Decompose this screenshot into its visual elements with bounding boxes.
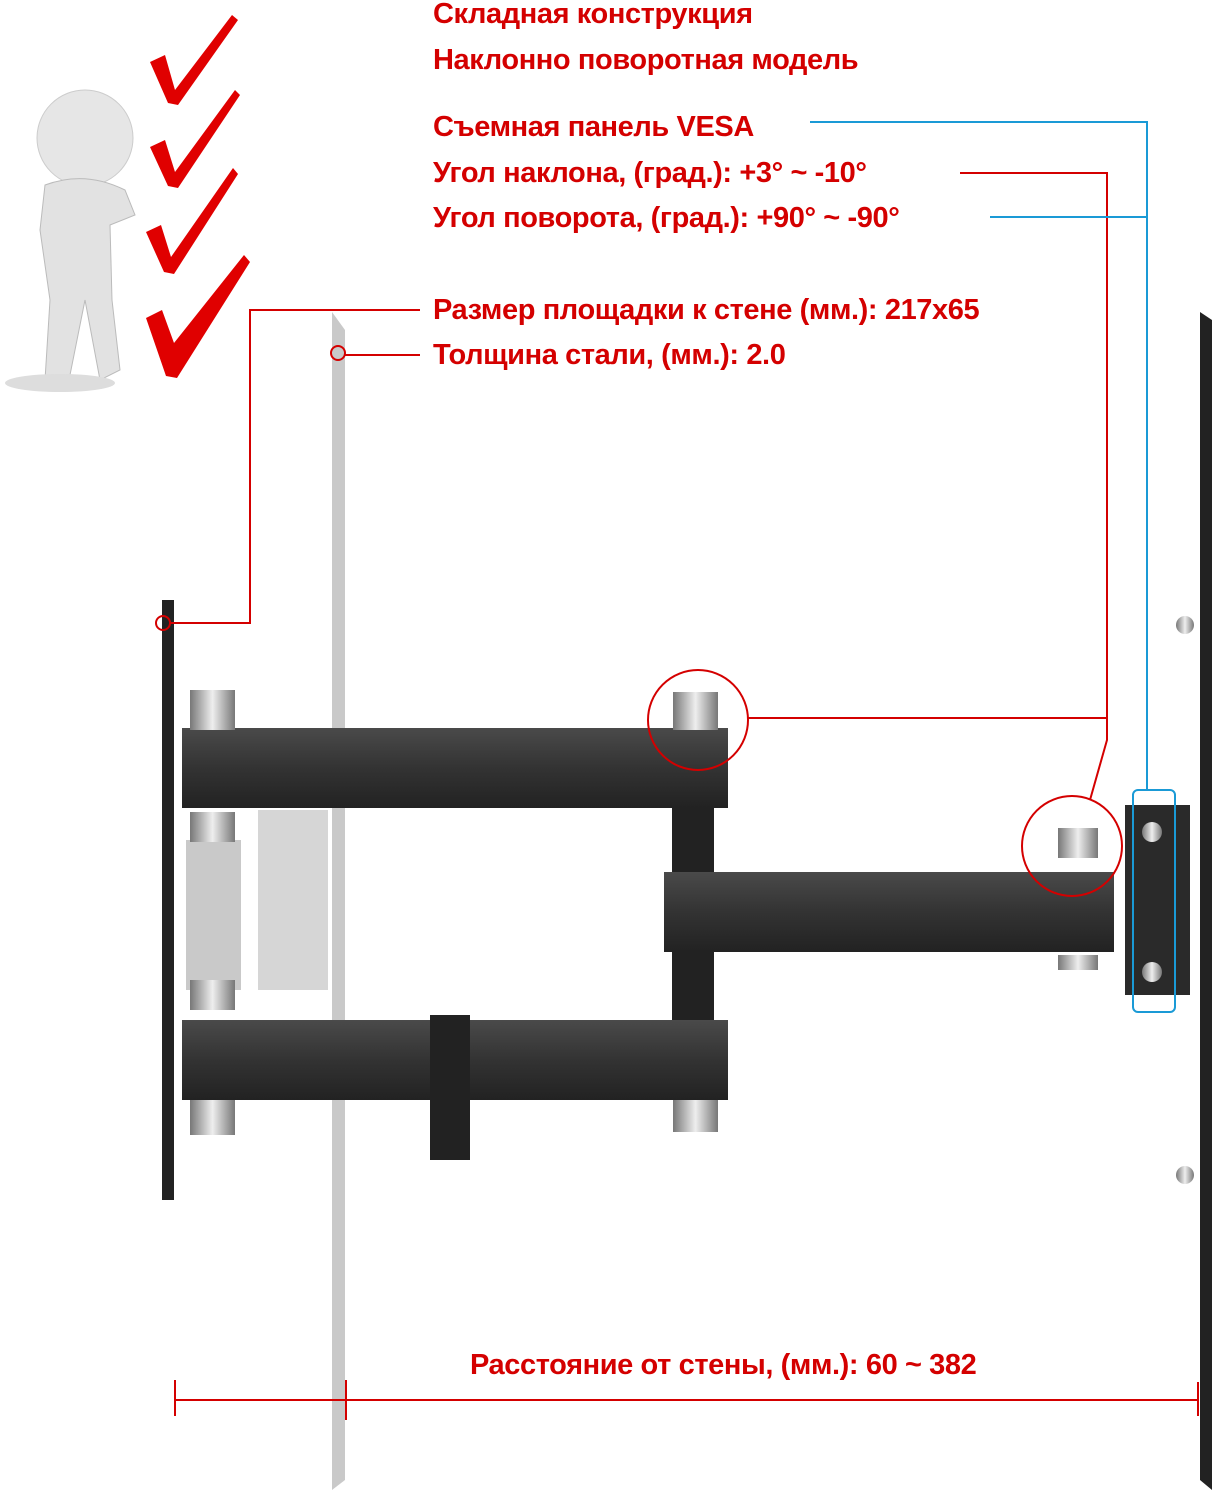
checkmark-icons <box>146 15 250 378</box>
red-callouts <box>155 172 1199 1420</box>
feature-swivel-angle: Угол поворота, (град.): +90° ~ -90° <box>433 202 900 234</box>
tv-plate <box>1200 312 1212 1490</box>
wall-plate <box>162 600 174 1200</box>
feature-foldable: Складная конструкция <box>433 0 753 30</box>
extension-arm <box>664 872 1114 952</box>
blue-callouts <box>810 121 1176 1013</box>
feature-wall-distance: Расстояние от стены, (мм.): 60 ~ 382 <box>470 1349 977 1381</box>
person-figure-icon <box>5 89 136 392</box>
upper-arm <box>182 728 728 808</box>
ghost-vesa-plate <box>332 312 345 1490</box>
bolt-icon <box>190 690 235 730</box>
feature-wall-plate-size: Размер площадки к стене (мм.): 217x65 <box>433 294 980 326</box>
cable-clip <box>430 1015 470 1160</box>
feature-steel-thickness: Толщина стали, (мм.): 2.0 <box>433 339 786 371</box>
feature-vesa-panel: Съемная панель VESA <box>433 111 754 143</box>
feature-tilt-angle: Угол наклона, (град.): +3° ~ -10° <box>433 157 867 189</box>
feature-tilt-swivel: Наклонно поворотная модель <box>433 44 859 76</box>
